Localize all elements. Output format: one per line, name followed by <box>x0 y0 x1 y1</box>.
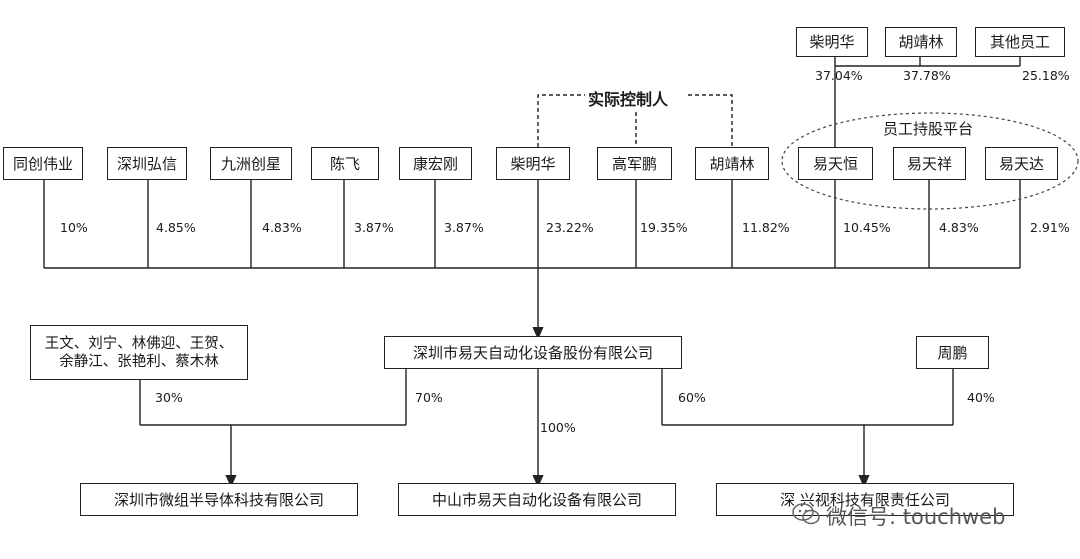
other-holders-box: 王文、刘宁、林佛迎、王贺、 余静江、张艳利、蔡木林 <box>30 325 248 380</box>
controller-label: 实际控制人 <box>588 90 669 109</box>
platform-ellipse <box>781 112 1079 210</box>
pct-label: 4.83% <box>262 220 302 235</box>
edge-pct-wz: 70% <box>415 390 443 405</box>
top-person-chai: 柴明华 <box>796 27 868 57</box>
wechat-icon <box>792 503 820 525</box>
subsidiary-box: 深 兴视科技有限责任公司 <box>716 483 1014 516</box>
pct-label: 19.35% <box>640 220 688 235</box>
shareholder-box: 高军鹏 <box>597 147 672 180</box>
shareholder-box: 陈飞 <box>311 147 379 180</box>
top-person-hu: 胡靖林 <box>885 27 957 57</box>
top-pct-others: 25.18% <box>1022 68 1070 83</box>
edge-pct-xh: 60% <box>678 390 706 405</box>
pct-label: 4.83% <box>939 220 979 235</box>
pct-label: 11.82% <box>742 220 790 235</box>
pct-label: 3.87% <box>444 220 484 235</box>
shareholder-box: 同创伟业 <box>3 147 83 180</box>
platform-label: 员工持股平台 <box>883 120 974 138</box>
edge-pct-others: 30% <box>155 390 183 405</box>
pct-label: 4.85% <box>156 220 196 235</box>
top-person-others: 其他员工 <box>975 27 1065 57</box>
edge-pct-zs: 100% <box>540 420 576 435</box>
shareholder-box: 易天祥 <box>893 147 966 180</box>
edge-pct-zhou: 40% <box>967 390 995 405</box>
shareholder-box: 易天达 <box>985 147 1058 180</box>
subsidiary-box: 深圳市微组半导体科技有限公司 <box>80 483 358 516</box>
pct-label: 23.22% <box>546 220 594 235</box>
pct-label: 2.91% <box>1030 220 1070 235</box>
pct-label: 10% <box>60 220 88 235</box>
pct-label: 3.87% <box>354 220 394 235</box>
subsidiary-box: 中山市易天自动化设备有限公司 <box>398 483 676 516</box>
shareholder-box: 易天恒 <box>798 147 873 180</box>
top-pct-hu: 37.78% <box>903 68 951 83</box>
shareholder-box: 九洲创星 <box>210 147 292 180</box>
top-pct-chai: 37.04% <box>815 68 863 83</box>
shareholder-box: 康宏刚 <box>399 147 472 180</box>
shareholder-box: 深圳弘信 <box>107 147 187 180</box>
watermark-text: 微信号: touchweb <box>826 505 1006 529</box>
shareholder-box: 柴明华 <box>496 147 570 180</box>
shareholder-box: 胡靖林 <box>695 147 769 180</box>
zhou-box: 周鹏 <box>916 336 989 369</box>
pct-label: 10.45% <box>843 220 891 235</box>
company-box: 深圳市易天自动化设备股份有限公司 <box>384 336 682 369</box>
